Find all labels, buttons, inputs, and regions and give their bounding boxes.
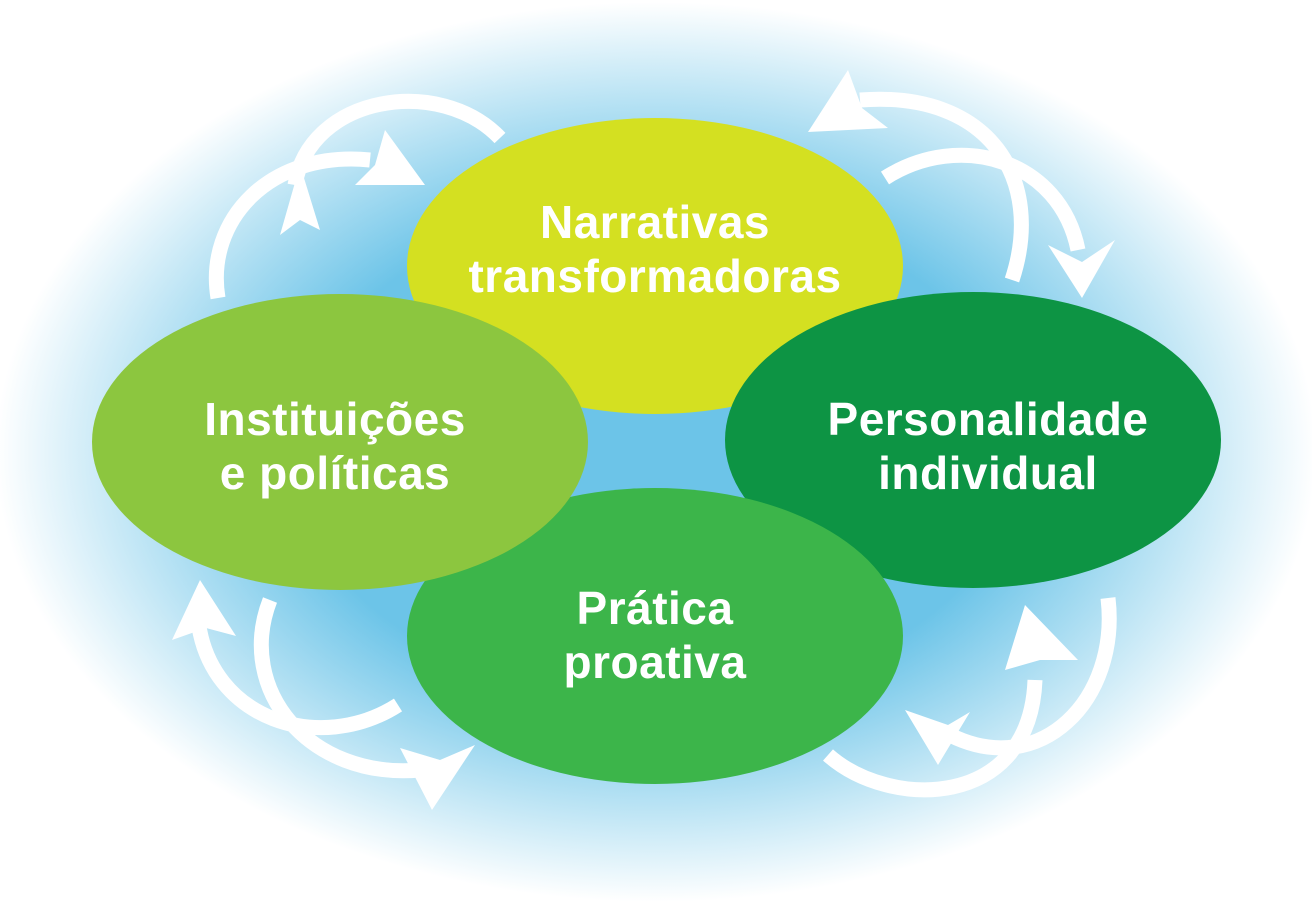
node-label-line2: e políticas xyxy=(220,447,450,499)
node-instituicoes-e-politicas: Instituições e políticas xyxy=(92,294,588,590)
node-narrativas-transformadoras: Narrativas transformadoras xyxy=(407,118,903,414)
cycle-arrows-icon xyxy=(172,580,475,810)
node-label-line2: proativa xyxy=(564,636,747,688)
node-label-line2: individual xyxy=(878,447,1098,499)
cycle-arrows-icon xyxy=(808,70,1115,298)
node-label-line1: Instituições xyxy=(204,393,466,445)
node-personalidade-individual: Personalidade individual xyxy=(725,292,1221,588)
node-label-line1: Narrativas xyxy=(540,196,770,248)
node-label-line1: Personalidade xyxy=(828,393,1149,445)
node-label-line2: transformadoras xyxy=(468,250,841,302)
node-pratica-proativa: Prática proativa xyxy=(407,488,903,784)
node-label-line1: Prática xyxy=(577,582,734,634)
cycle-arrows-icon xyxy=(823,597,1117,798)
cycle-arrows-icon xyxy=(209,93,506,300)
